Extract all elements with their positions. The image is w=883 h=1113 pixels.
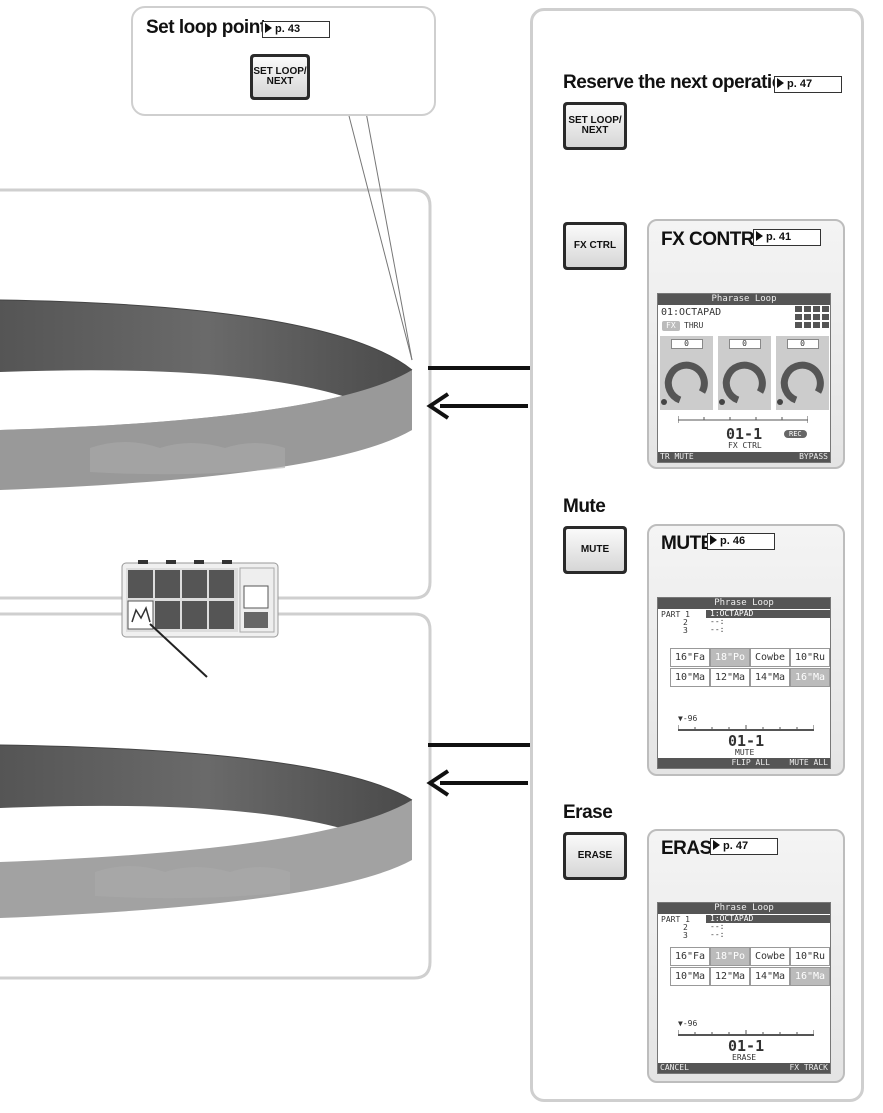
position-readout: 01-1 xyxy=(728,1037,765,1055)
mode-label: ERASE xyxy=(732,1053,757,1062)
part-labels: PART 1 2 3 xyxy=(661,915,690,940)
pad-2: 18"Po xyxy=(710,648,750,667)
fx-value: THRU xyxy=(684,321,704,330)
erase-page-ref[interactable]: p. 47 xyxy=(710,838,778,855)
pad-8: 16"Ma xyxy=(790,668,830,687)
timeline-ruler xyxy=(678,1030,814,1036)
part-labels: PART 1 2 3 xyxy=(661,610,690,635)
pad-7: 14"Ma xyxy=(750,668,790,687)
set-loop-next-button[interactable]: SET LOOP/ NEXT xyxy=(250,54,310,100)
erase-screen: Phrase Loop PART 1 2 3 1:OCTAPAD --: --:… xyxy=(657,902,831,1074)
mute-button[interactable]: MUTE xyxy=(563,526,627,574)
reserve-set-loop-next-button[interactable]: SET LOOP/ NEXT xyxy=(563,102,627,150)
part-values: 1:OCTAPAD --: --: xyxy=(706,915,830,939)
erase-button[interactable]: ERASE xyxy=(563,832,627,880)
arrow-icon xyxy=(710,535,717,545)
upper-loop-band xyxy=(0,299,413,490)
reserve-title: Reserve the next operation xyxy=(563,72,794,93)
pad-4: 10"Ru xyxy=(790,947,830,966)
knob-dials xyxy=(661,361,824,405)
mode-label: FX CTRL xyxy=(728,441,762,450)
pad-5: 10"Ma xyxy=(670,668,710,687)
pad-3: Cowbe xyxy=(750,947,790,966)
octapad-device-icon xyxy=(121,560,279,678)
pad-3: Cowbe xyxy=(750,648,790,667)
part-values: 1:OCTAPAD --: --: xyxy=(706,610,830,634)
erase-title: ERASE xyxy=(661,838,724,859)
mute-title: MUTE xyxy=(661,533,713,554)
lower-loop-band xyxy=(0,744,413,918)
pad-7: 14"Ma xyxy=(750,967,790,986)
kit-name: 01:OCTAPAD xyxy=(661,307,722,318)
pad-5: 10"Ma xyxy=(670,967,710,986)
screen-title: Pharase Loop xyxy=(658,294,830,305)
rec-badge: REC xyxy=(784,430,807,438)
tempo-readout: ▼-96 xyxy=(678,1019,698,1028)
pad-6: 12"Ma xyxy=(710,967,750,986)
mode-label: MUTE xyxy=(735,748,755,757)
pad-6: 12"Ma xyxy=(710,668,750,687)
pad-grid-icon xyxy=(795,306,829,328)
fx-ctrl-button[interactable]: FX CTRL xyxy=(563,222,627,270)
arrow-icon xyxy=(713,840,720,850)
arrow-left-lower xyxy=(426,769,528,797)
mute-page-ref[interactable]: p. 46 xyxy=(707,533,775,550)
pad-8: 16"Ma xyxy=(790,967,830,986)
fx-page-ref[interactable]: p. 41 xyxy=(753,229,821,246)
erase-label: Erase xyxy=(563,802,613,823)
arrow-icon xyxy=(756,231,763,241)
fx-control-screen: Pharase Loop 01:OCTAPAD FX THRU 0 0 0 01… xyxy=(657,293,831,463)
screen-title: Phrase Loop xyxy=(658,598,830,609)
pad-2: 18"Po xyxy=(710,947,750,966)
position-readout: 01-1 xyxy=(726,425,763,443)
pad-4: 10"Ru xyxy=(790,648,830,667)
reserve-page-ref[interactable]: p. 47 xyxy=(774,76,842,93)
screen-title: Phrase Loop xyxy=(658,903,830,914)
mute-screen: Phrase Loop PART 1 2 3 1:OCTAPAD --: --:… xyxy=(657,597,831,769)
position-readout: 01-1 xyxy=(728,732,765,750)
fx-badge: FX xyxy=(662,321,680,331)
arrow-icon xyxy=(777,78,784,88)
mute-label: Mute xyxy=(563,496,606,517)
progress-ruler xyxy=(678,416,808,423)
arrow-left-upper xyxy=(426,392,528,420)
timeline-ruler xyxy=(678,725,814,731)
pad-1: 16"Fa xyxy=(670,947,710,966)
callout-title: Set loop points xyxy=(146,17,276,38)
callout-page-ref[interactable]: p. 43 xyxy=(262,21,330,38)
tempo-readout: ▼-96 xyxy=(678,714,698,723)
arrow-icon xyxy=(265,23,272,33)
fx-control-title: FX CONTROL xyxy=(661,229,780,250)
pad-1: 16"Fa xyxy=(670,648,710,667)
